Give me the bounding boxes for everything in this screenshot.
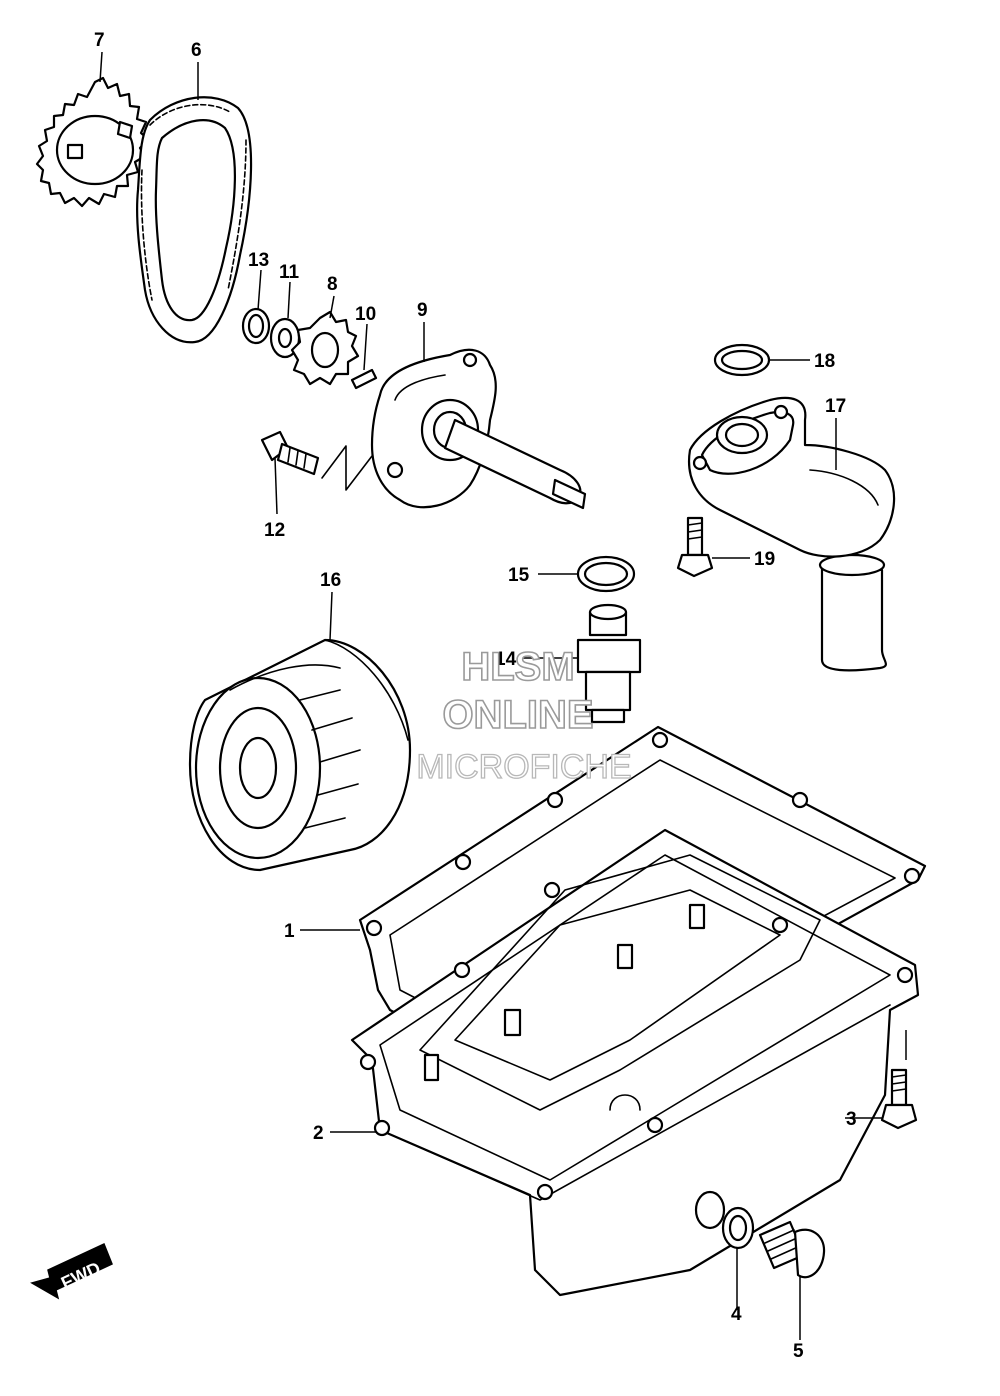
part-8-pump-gear [290, 310, 360, 386]
callout-19: 19 [754, 549, 775, 570]
callout-3: 3 [846, 1109, 857, 1130]
callout-5: 5 [793, 1341, 804, 1362]
part-19-bolt [676, 516, 714, 578]
assembly-line [321, 445, 373, 491]
watermark-line-1: HLSM [461, 645, 574, 689]
callout-labels: 7 6 13 11 8 10 9 12 18 17 19 15 14 16 1 … [94, 30, 857, 1362]
part-9-oil-pump [370, 348, 587, 510]
fwd-direction-badge: FWD [30, 1242, 113, 1300]
callout-7: 7 [94, 30, 105, 51]
part-5-drain-plug [758, 1220, 826, 1279]
callout-17: 17 [825, 396, 846, 417]
part-18-o-ring [713, 343, 771, 377]
part-16-oil-filter [188, 638, 412, 872]
callout-16: 16 [320, 570, 341, 591]
callout-18: 18 [814, 351, 835, 372]
part-6-chain [136, 96, 253, 344]
part-12-bolt [260, 430, 320, 476]
part-15-o-ring [576, 555, 636, 593]
watermark: HLSM ONLINE MICROFICHE [416, 644, 633, 786]
callout-11: 11 [279, 262, 300, 283]
callout-13: 13 [248, 250, 269, 271]
part-2-oil-pan [350, 828, 920, 1297]
part-10-pin [350, 368, 378, 390]
part-3-bolt [880, 1068, 918, 1130]
watermark-line-3: MICROFICHE [416, 748, 631, 786]
part-14-pressure-switch [576, 603, 642, 724]
part-7-sprocket [35, 76, 150, 208]
part-4-washer [721, 1206, 755, 1250]
callout-12: 12 [264, 520, 285, 541]
callout-9: 9 [417, 300, 428, 321]
callout-4: 4 [731, 1304, 742, 1325]
callout-1: 1 [284, 921, 295, 942]
callout-2: 2 [313, 1123, 324, 1144]
part-17-strainer-housing [687, 396, 896, 672]
callout-14: 14 [495, 649, 517, 670]
part-11-washer [269, 317, 301, 359]
watermark-line-2: ONLINE [442, 693, 593, 737]
callout-10: 10 [355, 304, 376, 325]
callout-8: 8 [327, 274, 338, 295]
callout-6: 6 [191, 40, 202, 61]
leader-lines [99, 51, 907, 1340]
part-13-circlip [241, 307, 271, 345]
callout-15: 15 [508, 565, 530, 586]
